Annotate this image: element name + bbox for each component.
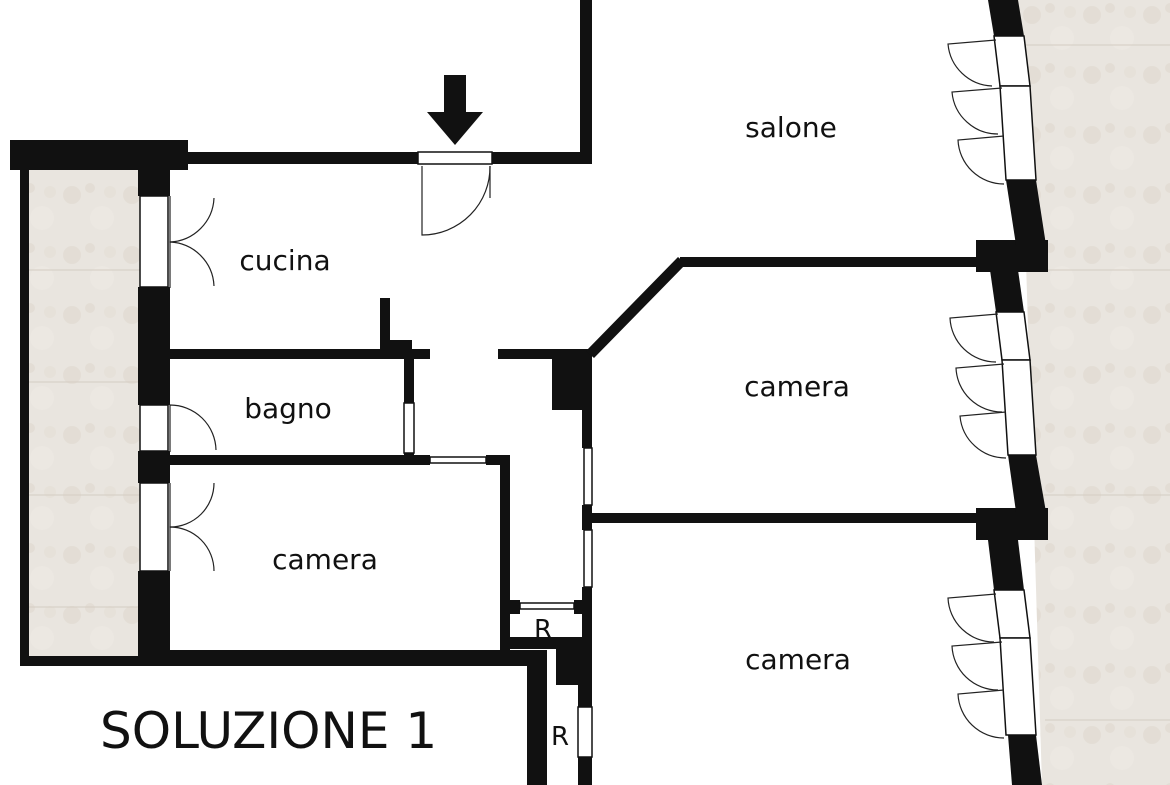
right-terrace xyxy=(1018,0,1170,785)
room-label-cucina: cucina xyxy=(239,244,330,277)
down-arrow-icon xyxy=(427,75,483,145)
room-label-camera-right-upper: camera xyxy=(744,370,850,403)
left-terrace xyxy=(28,170,140,658)
plan-title: SOLUZIONE 1 xyxy=(100,702,437,760)
walls xyxy=(10,0,1048,785)
room-label-bagno: bagno xyxy=(244,392,332,425)
frames xyxy=(139,35,1037,758)
room-label-ripostiglio-lower: R xyxy=(551,722,569,752)
room-label-salone: salone xyxy=(745,111,837,144)
room-label-camera-left: camera xyxy=(272,543,378,576)
door-swings xyxy=(169,39,1007,739)
room-label-camera-right-lower: camera xyxy=(745,643,851,676)
room-label-ripostiglio-upper: R xyxy=(534,615,552,645)
